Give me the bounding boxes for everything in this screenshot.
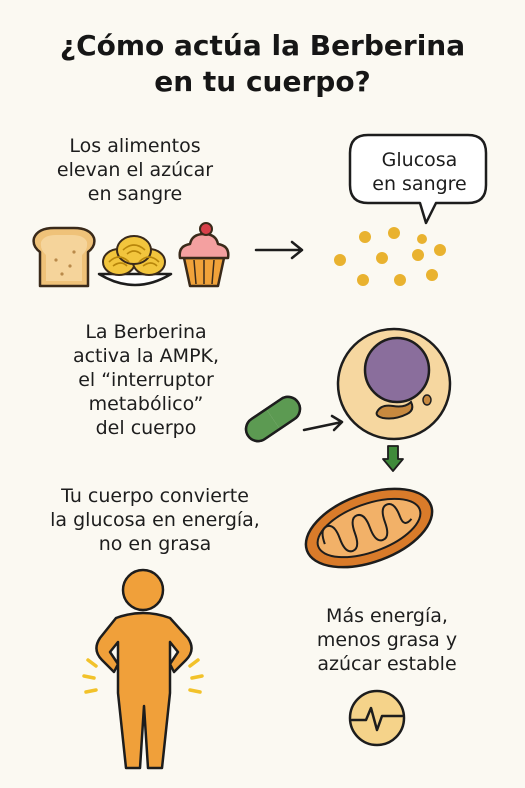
bubble-text: Glucosa en sangre <box>352 148 487 196</box>
title-line-2: en tu cuerpo? <box>154 65 371 98</box>
bubble-line-2: en sangre <box>372 173 467 195</box>
step2-line-5: del cuerpo <box>95 417 197 439</box>
heartbeat-icon <box>348 689 406 747</box>
result-line-1: Más energía, <box>326 605 448 627</box>
cupcake-icon <box>178 222 230 288</box>
step3-text: Tu cuerpo convierte la glucosa en energí… <box>20 484 290 556</box>
pill-icon <box>244 395 302 443</box>
result-line-3: azúcar estable <box>317 653 457 675</box>
step2-text: La Berberina activa la AMPK, el “interru… <box>46 320 246 440</box>
glucose-dots <box>334 227 446 286</box>
step1-line-1: Los alimentos <box>69 135 201 157</box>
cell-icon <box>336 327 452 441</box>
person-icon <box>82 568 204 770</box>
step1-line-3: en sangre <box>87 183 183 205</box>
bubble-line-1: Glucosa <box>381 149 458 171</box>
step3-line-3: no en grasa <box>98 533 212 555</box>
arrow-right-icon <box>254 240 304 260</box>
step2-line-1: La Berberina <box>85 321 207 343</box>
step3-line-1: Tu cuerpo convierte <box>61 485 249 507</box>
result-text: Más energía, menos grasa y azúcar establ… <box>292 604 482 676</box>
result-line-2: menos grasa y <box>316 629 458 651</box>
bread-icon <box>32 226 96 288</box>
step2-line-4: metabólico” <box>88 393 204 415</box>
step1-text: Los alimentos elevan el azúcar en sangre <box>30 134 240 206</box>
arrow-to-cell-icon <box>302 414 344 432</box>
speech-bubble <box>348 133 488 225</box>
step2-line-2: activa la AMPK, <box>72 345 220 367</box>
pasta-icon <box>97 235 173 287</box>
step2-line-3: el “interruptor <box>78 369 214 391</box>
step3-line-2: la glucosa en energía, <box>50 509 260 531</box>
step1-line-2: elevan el azúcar <box>56 159 214 181</box>
title-line-1: ¿Cómo actúa la Berberina <box>59 29 466 62</box>
mitochondria-icon <box>304 487 434 569</box>
arrow-down-icon <box>382 445 404 472</box>
page-title: ¿Cómo actúa la Berberina en tu cuerpo? <box>0 28 525 100</box>
